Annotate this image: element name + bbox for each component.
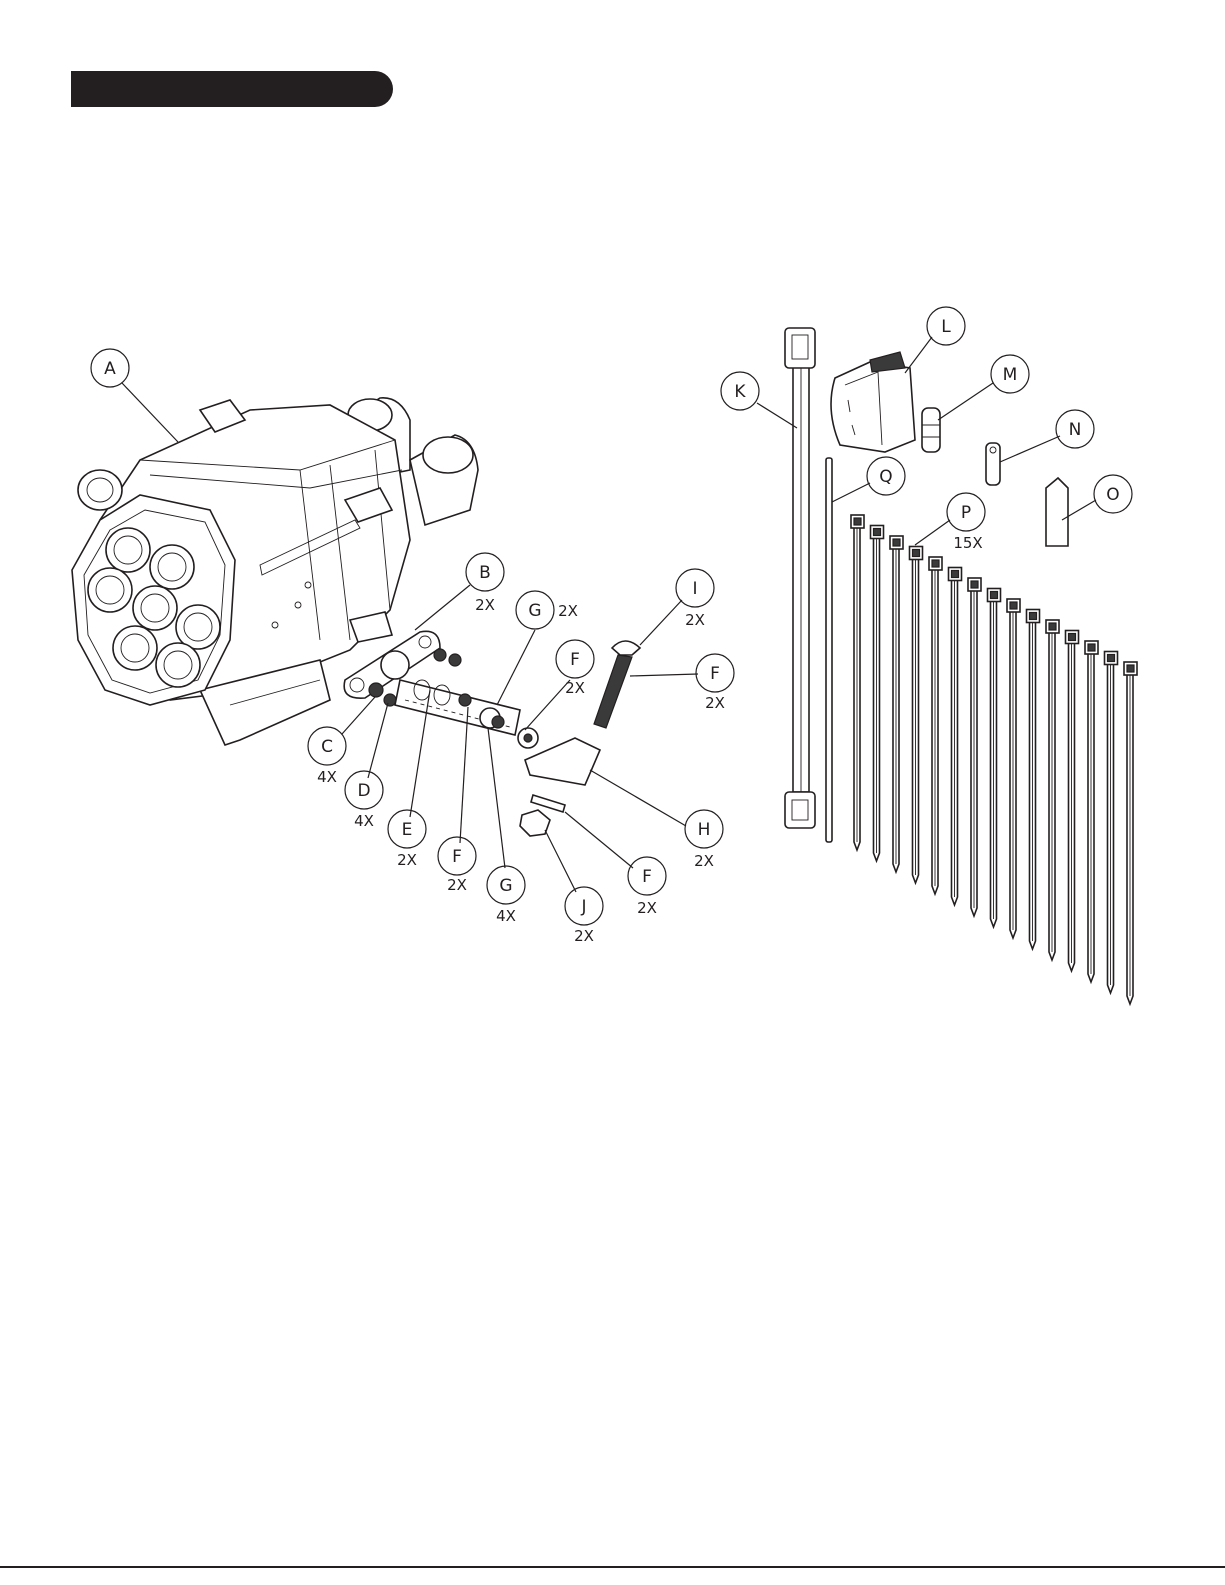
part-l-rocker-switch bbox=[831, 352, 915, 452]
callout-k: K bbox=[721, 372, 759, 410]
svg-text:Q: Q bbox=[879, 467, 892, 487]
svg-text:F: F bbox=[642, 867, 652, 887]
cable-tie bbox=[988, 589, 1001, 928]
svg-text:15X: 15X bbox=[953, 534, 982, 552]
part-n-fuse-holder bbox=[986, 443, 1000, 485]
cable-tie bbox=[1105, 652, 1118, 994]
callout-n: N bbox=[1056, 410, 1094, 448]
part-k-rod bbox=[785, 328, 815, 828]
part-o-plate bbox=[1046, 478, 1068, 546]
cable-tie bbox=[1124, 662, 1137, 1004]
callout-b: B 2X bbox=[466, 553, 504, 614]
svg-text:G: G bbox=[528, 601, 541, 621]
cable-tie bbox=[929, 557, 942, 894]
cable-tie bbox=[851, 515, 864, 850]
cable-tie bbox=[1007, 599, 1020, 938]
cable-tie bbox=[1027, 610, 1040, 950]
callout-l: L bbox=[927, 307, 965, 345]
svg-text:A: A bbox=[104, 359, 116, 379]
callout-a: A bbox=[91, 349, 129, 387]
svg-text:2X: 2X bbox=[694, 852, 714, 870]
callout-q: Q bbox=[867, 457, 905, 495]
svg-text:2X: 2X bbox=[397, 851, 417, 869]
callout-o: O bbox=[1094, 475, 1132, 513]
svg-text:2X: 2X bbox=[475, 596, 495, 614]
svg-text:C: C bbox=[321, 737, 333, 757]
svg-text:G: G bbox=[499, 876, 512, 896]
callout-e: E 2X bbox=[388, 810, 426, 869]
callout-h: H 2X bbox=[685, 810, 723, 870]
svg-text:M: M bbox=[1003, 365, 1018, 385]
part-f-shim bbox=[531, 795, 565, 812]
callout-d: D 4X bbox=[345, 771, 383, 830]
svg-text:J: J bbox=[580, 897, 586, 917]
svg-text:O: O bbox=[1106, 485, 1119, 505]
svg-text:I: I bbox=[692, 579, 697, 599]
svg-text:D: D bbox=[357, 781, 370, 801]
svg-text:B: B bbox=[479, 563, 491, 583]
svg-text:F: F bbox=[570, 650, 580, 670]
svg-text:2X: 2X bbox=[565, 679, 585, 697]
svg-text:E: E bbox=[402, 820, 413, 840]
svg-text:P: P bbox=[961, 503, 971, 523]
cable-tie bbox=[968, 578, 981, 916]
svg-text:4X: 4X bbox=[496, 907, 516, 925]
cable-tie bbox=[1085, 641, 1098, 982]
callout-m: M bbox=[991, 355, 1029, 393]
part-h-clamp-jaw bbox=[525, 738, 600, 785]
callout-f-lower-right: F 2X bbox=[628, 857, 666, 917]
cable-tie bbox=[1066, 631, 1079, 972]
part-i-bolt bbox=[594, 641, 640, 728]
svg-text:L: L bbox=[941, 317, 951, 337]
svg-text:N: N bbox=[1069, 420, 1082, 440]
svg-text:4X: 4X bbox=[317, 768, 337, 786]
part-q-thin-rod bbox=[826, 458, 832, 842]
svg-text:2X: 2X bbox=[574, 927, 594, 945]
svg-text:F: F bbox=[452, 847, 462, 867]
svg-text:2X: 2X bbox=[637, 899, 657, 917]
svg-text:2X: 2X bbox=[558, 602, 578, 620]
svg-text:H: H bbox=[698, 820, 711, 840]
callout-f-lower-left: F 2X bbox=[438, 837, 476, 894]
cable-tie bbox=[890, 536, 903, 872]
callout-j: J 2X bbox=[565, 887, 603, 945]
callout-i: I 2X bbox=[676, 569, 714, 629]
part-m-connector bbox=[922, 408, 940, 452]
callout-c: C 4X bbox=[308, 727, 346, 786]
svg-text:K: K bbox=[734, 382, 746, 402]
cable-tie bbox=[949, 568, 962, 906]
svg-text:2X: 2X bbox=[705, 694, 725, 712]
cable-tie bbox=[910, 547, 923, 884]
svg-text:F: F bbox=[710, 664, 720, 684]
svg-text:2X: 2X bbox=[447, 876, 467, 894]
callout-f-right: F 2X bbox=[696, 654, 734, 712]
footer-rule bbox=[0, 1566, 1225, 1568]
svg-text:2X: 2X bbox=[685, 611, 705, 629]
callout-p: P 15X bbox=[947, 493, 985, 552]
callout-g-lower: G 4X bbox=[487, 866, 525, 925]
svg-text:4X: 4X bbox=[354, 812, 374, 830]
part-p-cable-ties bbox=[851, 515, 1137, 1004]
callout-g-upper: G 2X bbox=[516, 591, 578, 629]
cable-tie bbox=[1046, 620, 1059, 960]
cable-tie bbox=[871, 526, 884, 862]
